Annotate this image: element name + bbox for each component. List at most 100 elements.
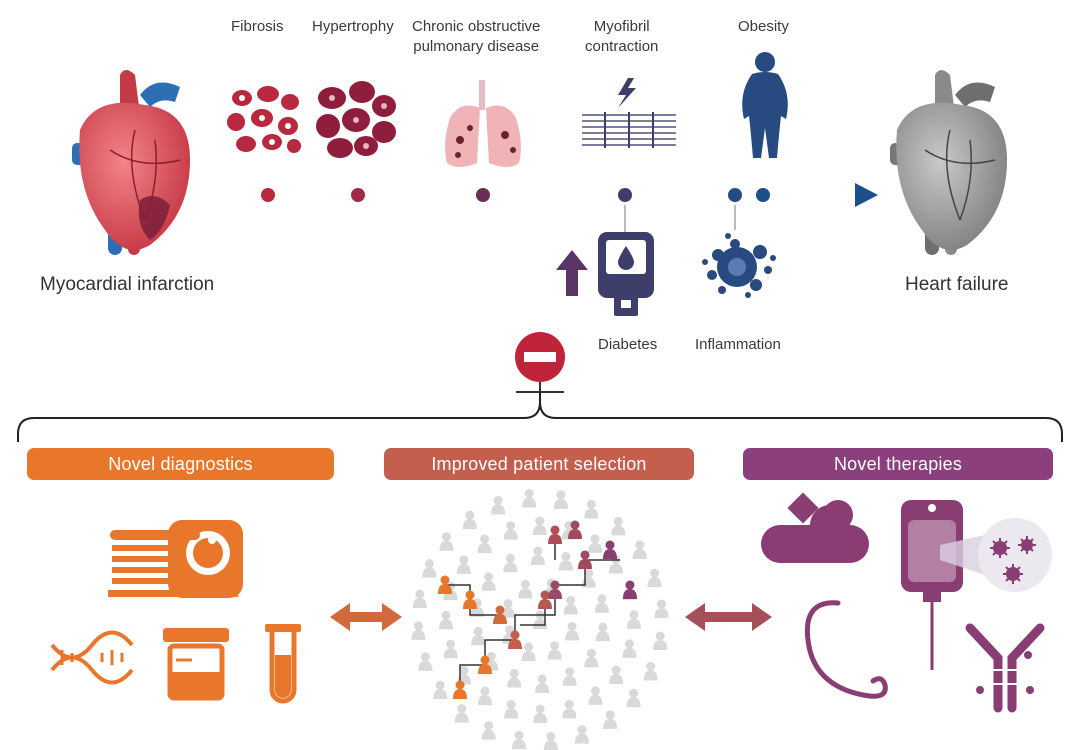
- patient-figure: [504, 699, 519, 719]
- patient-figure: [481, 721, 496, 740]
- patient-figure: [654, 599, 669, 619]
- patient-figure: [595, 622, 610, 642]
- inflammation-icon: [702, 205, 776, 298]
- timeline: [203, 183, 878, 207]
- outcome-pill-diagnostics: Novel diagnostics: [27, 448, 334, 480]
- timeline-node-hypertrophy: [348, 185, 368, 205]
- patient-figure: [611, 516, 626, 536]
- patient-figure: [418, 652, 433, 671]
- patient-figure: [411, 621, 426, 640]
- outcome-label: Novel diagnostics: [108, 453, 253, 474]
- patient-figure: [565, 621, 580, 641]
- iv-bag-icon: [901, 500, 985, 670]
- patient-figure: [521, 642, 536, 662]
- patient-figure: [462, 510, 477, 530]
- heart-failure-icon: [890, 70, 1007, 255]
- patient-figure: [507, 669, 522, 688]
- selected-patient-figure: [623, 580, 637, 599]
- selected-patient-figure: [508, 630, 522, 649]
- patient-figure: [433, 680, 448, 700]
- dna-icon: [50, 630, 134, 685]
- selected-patient-figure: [453, 680, 467, 699]
- patient-figure: [471, 626, 486, 646]
- myofibril-icon: [582, 78, 676, 148]
- patient-figure: [609, 665, 624, 685]
- arrow-up-icon: [556, 250, 588, 296]
- patient-figure: [443, 639, 458, 659]
- end-label: Heart failure: [905, 274, 1009, 295]
- patient-figure: [518, 579, 533, 599]
- patient-figure: [481, 572, 496, 591]
- patient-figure: [562, 699, 577, 719]
- patient-figure: [574, 725, 589, 744]
- patient-figure: [422, 559, 437, 578]
- selected-patient-figure: [603, 540, 617, 559]
- patient-figure: [622, 639, 637, 658]
- patient-figure: [477, 686, 492, 706]
- glucometer-icon: [598, 205, 654, 316]
- patient-figure: [503, 521, 518, 540]
- heart-icon: [72, 70, 190, 255]
- patient-figure: [584, 648, 599, 668]
- patient-figure: [439, 610, 454, 630]
- selected-patient-figure: [578, 550, 592, 569]
- patient-figure: [512, 730, 527, 750]
- patient-figure: [594, 594, 609, 613]
- patient-figure: [439, 532, 454, 551]
- selected-patient-figure: [438, 575, 452, 594]
- selected-patient-figure: [548, 525, 562, 544]
- timeline-node-copd: [473, 185, 493, 205]
- factor-label-myofibril: Myofibril contraction: [585, 18, 659, 55]
- brace-bracket: [17, 392, 1063, 442]
- patient-figure: [626, 688, 641, 708]
- outcome-pill-selection: Improved patient selection: [384, 448, 694, 480]
- hypertrophy-icon: [315, 80, 396, 160]
- patient-figure: [588, 686, 603, 705]
- pills-icon: [761, 492, 869, 563]
- patient-figure: [562, 667, 577, 686]
- patient-figure: [653, 631, 668, 650]
- selected-patient-figure: [478, 655, 492, 674]
- double-arrow-icon: [330, 603, 402, 631]
- selected-patient-figure: [548, 580, 562, 599]
- timeline-node-myofibril: [615, 185, 635, 205]
- factor-label-copd: Chronic obstructive pulmonary disease: [412, 18, 541, 55]
- patient-figure: [647, 568, 662, 588]
- sample-cup-icon: [163, 628, 229, 701]
- patient-figure: [530, 546, 545, 566]
- selected-patient-figure: [568, 520, 582, 539]
- test-tube-icon: [265, 624, 301, 704]
- patient-figure: [558, 551, 573, 571]
- patient-figure: [535, 674, 550, 693]
- patient-figure: [584, 499, 599, 519]
- virus-icon: [978, 518, 1052, 592]
- factor-label-diabetes: Diabetes: [598, 336, 658, 353]
- antibody-icon: [965, 623, 1045, 713]
- patient-figure: [553, 490, 568, 509]
- patient-figure: [412, 589, 427, 609]
- timeline-node-fibrosis: [258, 185, 278, 205]
- fibrosis-icon: [225, 80, 305, 160]
- timeline-node-inflammation: [725, 185, 745, 205]
- timeline-node-obesity: [753, 185, 773, 205]
- selected-patient-figure: [538, 590, 552, 609]
- catheter-icon: [804, 600, 888, 699]
- patient-figure: [503, 553, 518, 573]
- patient-figure: [632, 540, 647, 559]
- factor-label-hypertrophy: Hypertrophy: [312, 18, 394, 35]
- obesity-icon: [742, 52, 788, 158]
- patient-figure: [603, 710, 618, 729]
- patient-figure: [643, 661, 658, 681]
- double-arrow-icon: [685, 603, 772, 631]
- patient-figure: [477, 534, 492, 554]
- patient-figure: [626, 610, 641, 629]
- selected-patient-figure: [463, 590, 477, 609]
- outcome-pill-therapies: Novel therapies: [743, 448, 1053, 480]
- patient-figure: [543, 732, 558, 750]
- patient-figure: [563, 595, 578, 615]
- no-entry-icon: [515, 332, 565, 393]
- patient-figure: [588, 534, 603, 553]
- patient-figure: [456, 555, 471, 574]
